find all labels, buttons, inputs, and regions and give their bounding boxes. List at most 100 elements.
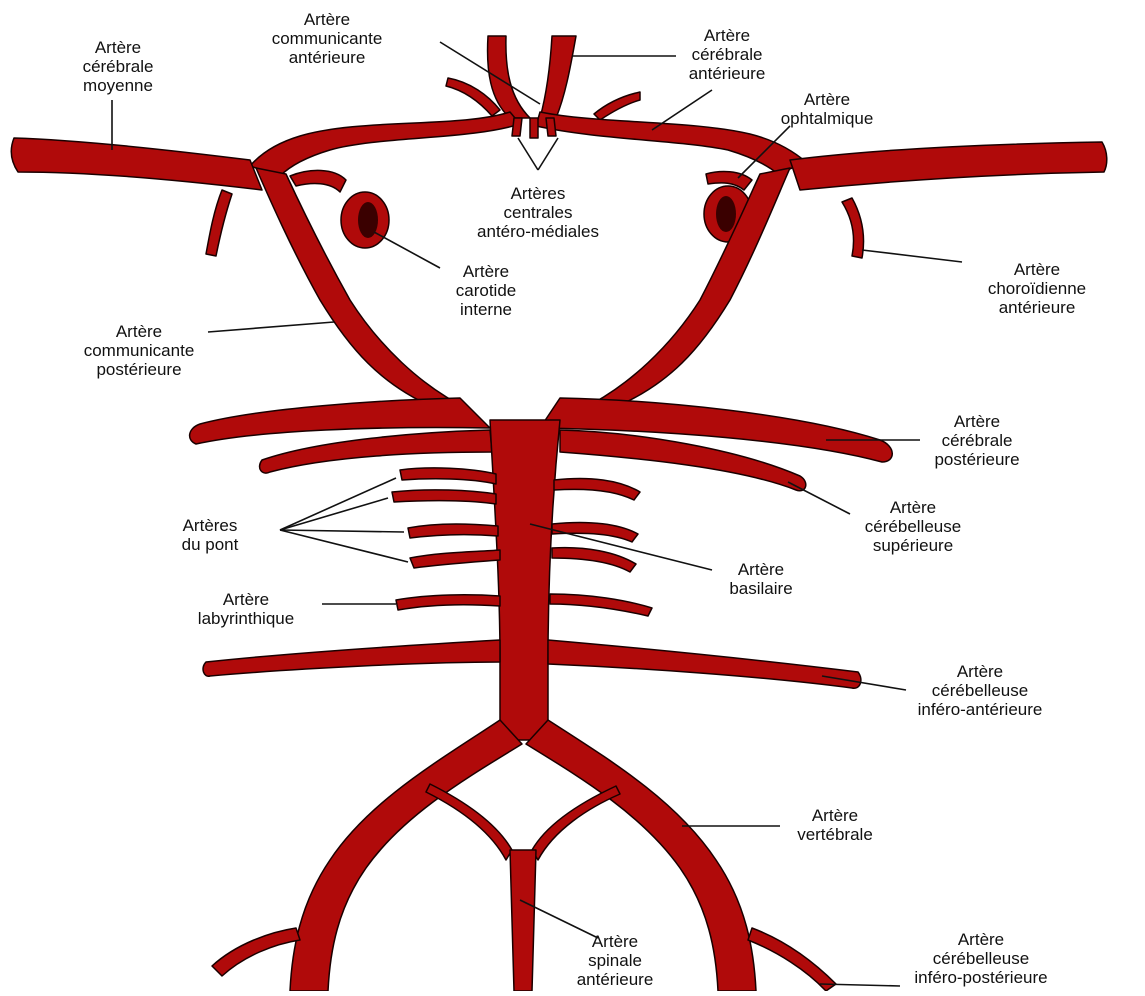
label-line: antérieure (672, 64, 782, 83)
label-cerebelleuse-infero-posterieure: Artère cérébelleuse inféro-postérieure (896, 930, 1066, 987)
label-line: communicante (64, 341, 214, 360)
label-line: postérieure (64, 360, 214, 379)
leader-central-1 (518, 138, 538, 170)
leader-cerebelleuse-superieure (788, 482, 850, 514)
pontine-artery-left-3 (408, 524, 498, 538)
anterior-branch-right (594, 92, 640, 120)
labyrinthine-artery-left (396, 595, 500, 610)
superior-cerebellar-left (260, 430, 492, 473)
central-artery-1 (512, 118, 522, 136)
middle-cerebral-artery-left (11, 138, 262, 190)
ophthalmic-left (290, 170, 346, 192)
label-line: Artère (848, 498, 978, 517)
leader-pont-1 (280, 478, 396, 530)
pontine-artery-right-3 (552, 548, 636, 572)
label-line: Artère (64, 322, 214, 341)
label-labyrinthique: Artère labyrinthique (176, 590, 316, 628)
pica-left (212, 928, 300, 976)
label-line: antéro-médiales (438, 222, 638, 241)
label-line: inféro-postérieure (896, 968, 1066, 987)
label-line: Artère (900, 662, 1060, 681)
label-line: basilaire (706, 579, 816, 598)
label-choroidienne-anterieure: Artère choroïdienne antérieure (962, 260, 1112, 317)
leader-pont-4 (280, 530, 408, 562)
label-arteres-du-pont: Artères du pont (150, 516, 270, 554)
labyrinthine-artery-right (550, 594, 652, 616)
label-line: supérieure (848, 536, 978, 555)
label-line: choroïdienne (962, 279, 1112, 298)
choroidal-anterior-right (842, 198, 864, 258)
leader-pont-3 (280, 530, 404, 532)
label-line: ophtalmique (772, 109, 882, 128)
vertebral-artery-left (290, 720, 522, 991)
anterior-spinal-artery (510, 850, 536, 991)
pica-right (748, 928, 836, 991)
a1-segment-left (250, 112, 520, 176)
label-line: centrales (438, 203, 638, 222)
label-line: Artère (780, 806, 890, 825)
label-line: cérébrale (58, 57, 178, 76)
basilar-artery (490, 420, 560, 740)
label-line: Artère (896, 930, 1066, 949)
label-line: Artère (912, 412, 1042, 431)
label-centrales-antero-mediales: Artères centrales antéro-médiales (438, 184, 638, 241)
label-line: Artère (58, 38, 178, 57)
pontine-artery-left-4 (410, 550, 500, 568)
label-line: antérieure (262, 48, 392, 67)
label-line: cérébelleuse (896, 949, 1066, 968)
leader-pont-2 (280, 498, 388, 530)
label-line: postérieure (912, 450, 1042, 469)
label-carotide-interne: Artère carotide interne (436, 262, 536, 319)
label-line: Artère (962, 260, 1112, 279)
label-line: cérébelleuse (900, 681, 1060, 700)
label-line: Artères (438, 184, 638, 203)
middle-cerebral-artery-right (790, 142, 1107, 190)
label-cerebelleuse-infero-anterieure: Artère cérébelleuse inféro-antérieure (900, 662, 1060, 719)
aica-right (548, 640, 861, 688)
label-spinale-anterieure: Artère spinale antérieure (560, 932, 670, 989)
label-vertebrale: Artère vertébrale (780, 806, 890, 844)
label-line: carotide (436, 281, 536, 300)
leader-carotide (374, 232, 440, 268)
label-line: inféro-antérieure (900, 700, 1060, 719)
anterior-cerebral-artery-right (540, 36, 576, 118)
label-line: moyenne (58, 76, 178, 95)
central-artery-2 (530, 118, 538, 138)
internal-carotid-right-lumen (716, 196, 736, 232)
label-line: Artère (436, 262, 536, 281)
label-line: labyrinthique (176, 609, 316, 628)
label-line: spinale (560, 951, 670, 970)
label-line: Artère (262, 10, 392, 29)
label-line: cérébelleuse (848, 517, 978, 536)
a1-segment-right (536, 112, 806, 174)
label-line: Artère (706, 560, 816, 579)
label-line: interne (436, 300, 536, 319)
label-line: vertébrale (780, 825, 890, 844)
leader-central-2 (538, 138, 558, 170)
pontine-artery-left-1 (400, 468, 496, 484)
label-cerebrale-moyenne: Artère cérébrale moyenne (58, 38, 178, 95)
label-cerebrale-anterieure: Artère cérébrale antérieure (672, 26, 782, 83)
leader-communicante-posterieure (208, 322, 334, 332)
label-line: communicante (262, 29, 392, 48)
label-line: Artères (150, 516, 270, 535)
pontine-artery-right-1 (554, 479, 640, 501)
label-line: cérébrale (912, 431, 1042, 450)
label-line: Artère (672, 26, 782, 45)
label-line: antérieure (962, 298, 1112, 317)
central-artery-3 (546, 118, 556, 136)
label-ophtalmique: Artère ophtalmique (772, 90, 882, 128)
label-cerebrale-posterieure: Artère cérébrale postérieure (912, 412, 1042, 469)
label-line: du pont (150, 535, 270, 554)
label-line: Artère (772, 90, 882, 109)
label-line: cérébrale (672, 45, 782, 64)
label-line: Artère (560, 932, 670, 951)
pontine-artery-left-2 (392, 490, 496, 504)
label-line: antérieure (560, 970, 670, 989)
label-communicante-posterieure: Artère communicante postérieure (64, 322, 214, 379)
anterior-spinal-left-root (426, 784, 512, 860)
label-basilaire: Artère basilaire (706, 560, 816, 598)
anterior-spinal-right-root (532, 786, 620, 860)
